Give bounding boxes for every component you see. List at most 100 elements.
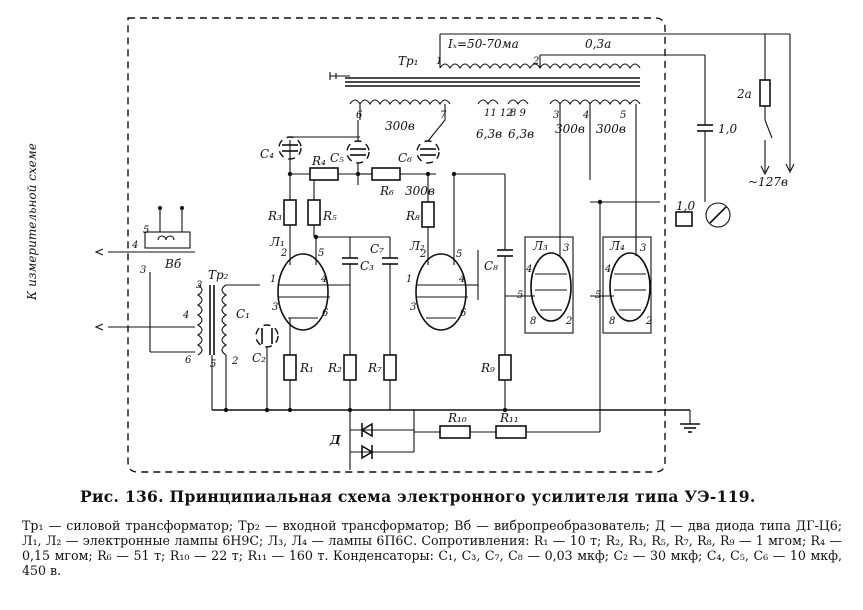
label-r9: R₉ [480,361,495,375]
pin-l4-2: 2 [645,316,652,327]
resistor-r8 [421,201,435,228]
resistor-r4 [309,167,339,181]
amplifier-schematic: Тр₁ Iₓ=50-70ма 0,3а 1 2 6 7 300в 11 12 8… [25,17,795,473]
legend-text: Тр₁ — силовой трансформатор; Тр₂ — входн… [22,518,842,578]
pin-tr2-2: 2 [231,356,238,367]
capacitor-c4 [278,136,360,160]
label-c1: C₁ [236,307,250,321]
label-c4: C₄ [260,147,274,161]
pin-l4-3: 3 [640,243,646,254]
tube-l2 [415,174,479,331]
resistor-r9 [498,354,512,381]
enclosure-boundary [127,17,666,473]
label-current-03: 0,3а [585,37,611,51]
resistor-r1 [283,354,297,381]
pin-l3-4: 4 [525,264,532,275]
label-r11: R₁₁ [499,411,519,425]
label-v300-d: 300в [405,184,435,198]
pin-tr1-1: 1 [436,56,442,67]
pin-l2-2: 2 [419,249,426,260]
pin-tr2-5: 5 [210,359,216,370]
pin-l2-1: 1 [406,274,412,285]
tube-l4 [590,201,660,334]
label-v63-a: 6,3в [476,127,502,141]
pin-l1-3: 3 [272,302,278,313]
label-l2: Л₂ [409,239,425,253]
capacitor-c8 [454,173,513,355]
resistor-r6 [371,167,401,181]
capacitor-c3 [316,236,390,355]
label-v300-c: 300в [596,122,626,136]
label-tr1: Тр₁ [398,54,419,68]
label-r3: R₃ [267,209,282,223]
label-r8: R₈ [405,209,420,223]
input-vibrator-section [94,206,260,410]
label-tr2: Тр₂ [208,268,229,282]
pin-tr2-4: 4 [182,310,189,321]
pin-l2-5: 5 [456,249,462,260]
label-c8: C₈ [484,259,498,273]
power-transformer-tr1 [329,33,790,250]
pin-l1-2: 2 [280,248,287,259]
pin-tr1-5: 5 [620,110,626,121]
resistor-r7 [383,354,397,381]
pin-l1-6: 6 [322,308,329,319]
label-c6: C₆ [398,151,412,165]
tube-l3 [505,236,574,334]
label-v300-a: 300в [385,119,415,133]
resistor-r11 [495,425,527,439]
label-to-measuring: К измерительной схеме [25,143,39,301]
label-c7: C₇ [370,242,384,256]
label-d: Д [329,433,341,447]
label-r10: R₁₀ [447,411,467,425]
resistor-r5 [307,199,321,226]
pin-l1-4: 4 [320,274,327,285]
label-ix: Iₓ=50-70ма [447,37,519,51]
pin-tr1-4: 4 [582,110,589,121]
pin-vb-5: 5 [143,225,149,236]
pin-tr1-6: 6 [356,110,363,121]
capacitor-c7 [382,237,398,355]
pin-l2-3: 3 [410,302,416,313]
pin-tr1-11: 11 12 [484,108,513,119]
pin-vb-3: 3 [140,265,146,276]
pin-tr1-2: 2 [532,56,539,67]
pin-tr2-3: 3 [196,280,202,291]
pin-l2-4: 4 [458,274,465,285]
label-fuse: 2а [736,87,752,101]
label-r6: R₆ [379,184,394,198]
pin-l3-3: 3 [563,243,569,254]
pin-tr2-6: 6 [185,355,192,366]
label-c5: C₅ [330,151,344,165]
capacitor-c6 [416,119,446,164]
label-l1: Л₁ [269,235,285,249]
resistor-r2 [343,354,357,381]
label-cap-10-b: 1,0 [676,199,695,213]
label-r5: R₅ [322,209,337,223]
label-vb: Вб [164,257,182,271]
pin-l1-5: 5 [318,248,324,259]
label-l3: Л₃ [532,239,548,253]
tube-l1 [277,225,350,355]
pin-l4-5: 5 [595,290,601,301]
mains-section [697,34,795,228]
figure-caption: Рис. 136. Принципиальная схема электронн… [80,487,756,506]
label-v63-b: 6,3в [508,127,534,141]
label-c2: C₂ [252,351,266,365]
pin-l3-8: 8 [530,316,536,327]
pin-l3-2: 2 [565,316,572,327]
pin-tr1-3: 3 [553,110,559,121]
figure-legend: Тр₁ — силовой трансформатор; Тр₂ — входн… [22,518,842,578]
label-r7: R₇ [367,361,382,375]
diodes-d [350,410,415,460]
pin-tr1-7: 7 [440,110,447,121]
resistor-r3 [283,199,297,226]
pin-l3-5: 5 [517,290,523,301]
label-r2: R₂ [327,361,342,375]
label-c3: C₃ [360,259,374,273]
label-v300-b: 300в [555,122,585,136]
label-l4: Л₄ [609,239,625,253]
pin-l1-1: 1 [270,274,276,285]
pin-vb-4: 4 [131,240,138,251]
label-r1: R₁ [299,361,314,375]
